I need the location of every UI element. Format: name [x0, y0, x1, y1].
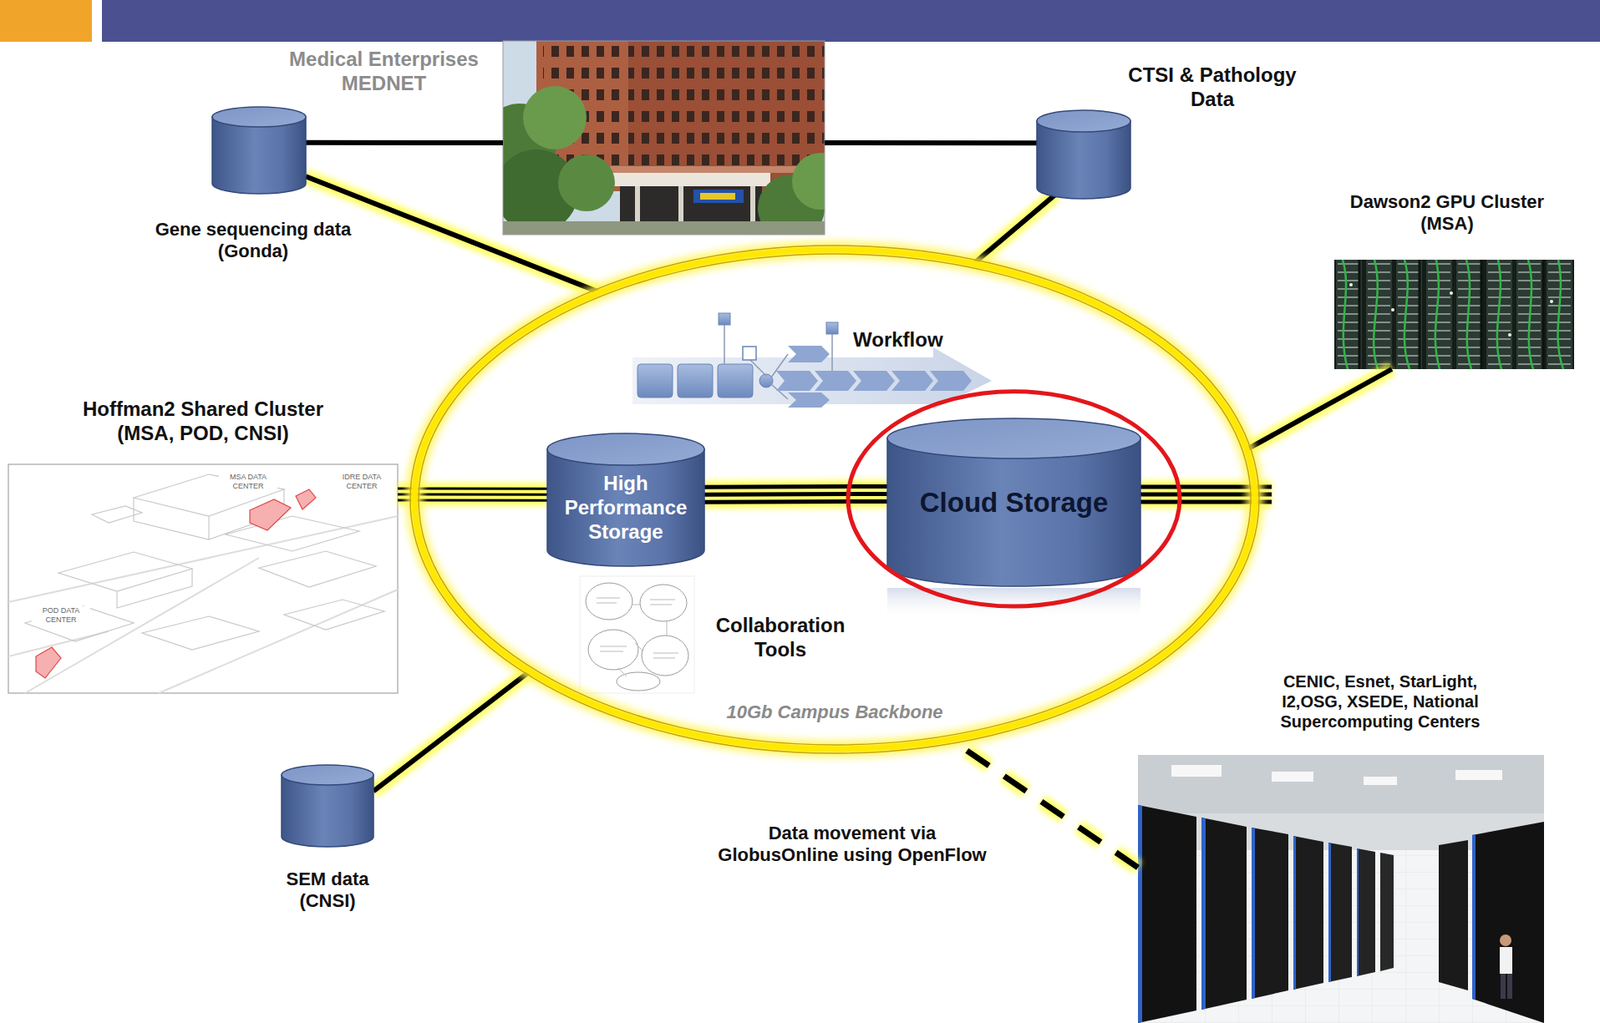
gpu-rack-photo — [1334, 259, 1575, 370]
cylinder-shape — [212, 106, 306, 194]
workflow-graphic — [632, 313, 992, 410]
map-label: POD DATA CENTER — [31, 606, 91, 625]
database-cylinder: CTSI & Pathology Data — [1036, 110, 1131, 199]
cylinder-shape — [281, 765, 374, 848]
building-photo — [502, 40, 825, 235]
network-link — [373, 671, 530, 793]
node-label: Gene sequencing data (Gonda) — [127, 218, 379, 264]
node-label: 10Gb Campus Backbone — [709, 701, 960, 724]
edge-label: Data movement via GlobusOnline using Ope… — [685, 822, 1020, 868]
database-cylinder: Gene sequencing data (Gonda) — [212, 106, 306, 194]
supercomputer-node: CENIC, Esnet, StarLight, I2,OSG, XSEDE, … — [1137, 755, 1545, 1023]
campus-backbone-ring: 10Gb Campus Backbone WorkflowHigh Perform… — [406, 241, 1264, 758]
header-accent — [0, 0, 92, 42]
node-label: Cloud Storage — [887, 486, 1141, 520]
map-label-slot: IDRE DATA CENTER — [332, 472, 392, 492]
node-label: Collaboration Tools — [705, 614, 856, 663]
network-link — [1246, 369, 1392, 450]
header-bar — [101, 0, 1600, 42]
building-photo-node: Medical Enterprises MEDNET — [502, 40, 825, 235]
node-label: Hoffman2 Shared Cluster (MSA, POD, CNSI) — [10, 397, 396, 447]
campus-map — [8, 464, 398, 694]
node-label: Workflow — [853, 328, 987, 353]
node-label: SEM data (CNSI) — [269, 868, 387, 914]
map-label: MSA DATA CENTER — [218, 472, 278, 492]
network-link — [704, 486, 888, 503]
supercomputer-photo — [1137, 755, 1545, 1023]
node-label: Dawson2 GPU Cluster (MSA) — [1338, 191, 1556, 236]
cloud-storage-cylinder: Cloud Storage — [887, 418, 1141, 587]
node-label: Medical Enterprises MEDNET — [273, 47, 495, 97]
node-label: CENIC, Esnet, StarLight, I2,OSG, XSEDE, … — [1254, 671, 1506, 732]
storage-cylinder: High Performance Storage — [547, 433, 705, 567]
map-label-slot: POD DATA CENTER — [31, 606, 91, 625]
network-link — [305, 142, 503, 143]
cylinder-shape — [1036, 110, 1131, 199]
map-label: IDRE DATA CENTER — [332, 472, 392, 492]
workflow-node: Workflow — [632, 305, 995, 410]
highlight-ring — [848, 391, 1180, 607]
map-label-slot: MSA DATA CENTER — [218, 472, 278, 492]
edge-label-slot: Data movement via GlobusOnline using Ope… — [685, 822, 1020, 868]
node-label: CTSI & Pathology Data — [1116, 63, 1309, 112]
node-label: High Performance Storage — [547, 472, 705, 544]
collaboration-node: Collaboration Tools — [579, 576, 695, 694]
database-cylinder: SEM data (CNSI) — [281, 765, 374, 848]
cluster-map-node: Hoffman2 Shared Cluster (MSA, POD, CNSI) — [8, 464, 398, 694]
reflection — [887, 588, 1141, 620]
gpu-cluster-node: Dawson2 GPU Cluster (MSA) — [1334, 259, 1575, 370]
collaboration-graphic — [579, 576, 695, 694]
network-link — [973, 194, 1056, 265]
photo-frame — [502, 40, 825, 235]
network-link — [824, 142, 1037, 144]
